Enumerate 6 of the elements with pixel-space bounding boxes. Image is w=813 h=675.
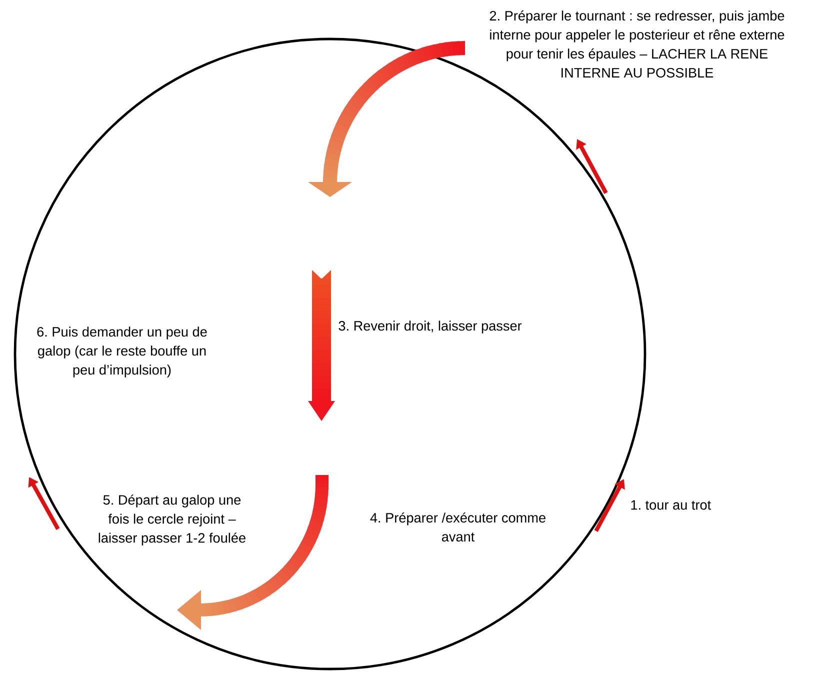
step-text: 3. Revenir droit, laisser passer bbox=[338, 320, 522, 334]
step-text: 5. Départ au galop une fois le cercle rejoint – laisser passer 1-2 foulée bbox=[98, 494, 246, 546]
step-text: 1. tour au trot bbox=[631, 500, 711, 510]
step-text: 4. Préparer /exécuter comme avant bbox=[370, 512, 546, 542]
step-text: 6. Puis demander un peu de galop (car le reste bouffe un peu d’impulsion) bbox=[37, 326, 207, 378]
step-text: 2. Préparer le tournant : se redresser, puis jambe interne pour appeler le posterieur et rêne externe pour tenir les épaules – LACHER LA RENE INTERNE AU POSSIBLE bbox=[490, 10, 784, 78]
